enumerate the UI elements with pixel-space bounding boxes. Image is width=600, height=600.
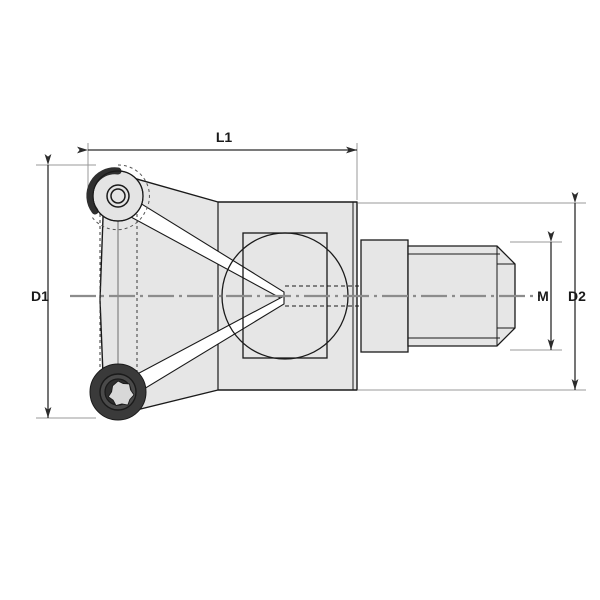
dimension-label-m: M — [537, 288, 549, 304]
dimension-label-d1: D1 — [31, 288, 49, 304]
insert-top-screw-inner — [110, 188, 126, 204]
insert-top-screw-outer — [106, 184, 130, 208]
insert-top-edge — [92, 170, 144, 222]
dimension-label-l1: L1 — [216, 129, 233, 145]
dimension-label-d2: D2 — [568, 288, 586, 304]
torx-star-icon — [107, 380, 135, 407]
insert-top-cutting-edge — [86, 167, 122, 215]
insert-top-hidden-circle — [91, 164, 150, 231]
dimension-lines-group — [44, 146, 579, 418]
round-insert-top-group — [86, 164, 150, 231]
round-insert-bottom-group — [89, 363, 147, 421]
construction-lines-group — [99, 196, 138, 392]
